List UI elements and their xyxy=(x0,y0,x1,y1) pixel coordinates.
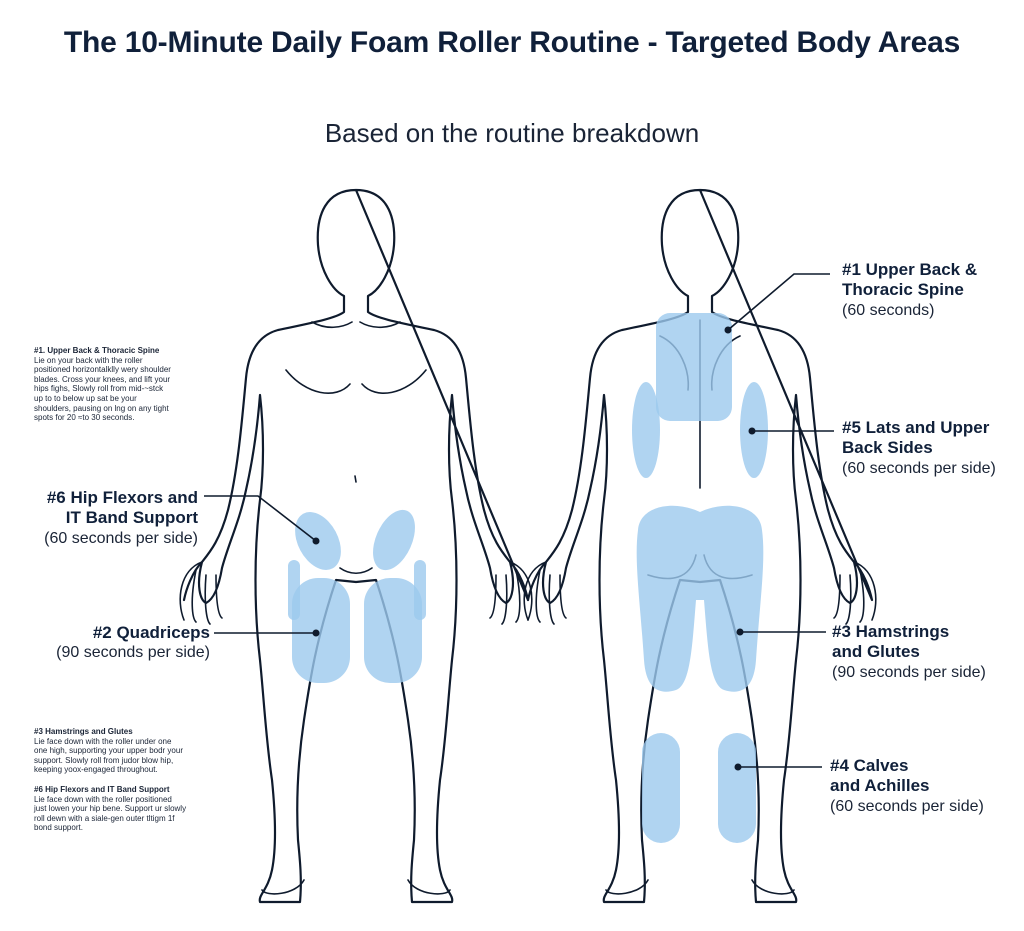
label-upper-back: #1 Upper Back & Thoracic Spine (60 secon… xyxy=(842,260,1017,320)
lats-leader-dot xyxy=(748,427,756,435)
hamstrings-leader-dot xyxy=(736,628,744,636)
label-upper-detail: (60 seconds) xyxy=(842,301,935,319)
back-calf-zone-left xyxy=(642,733,680,843)
note-upper-line: spots for 20 ≈to 30 seconds. xyxy=(34,413,135,423)
front-body xyxy=(179,188,533,904)
quad-leader-dot xyxy=(312,629,320,637)
note-upper-line: positioned horizontalklly wery shoulder xyxy=(34,365,171,375)
front-it-band-right xyxy=(414,560,426,620)
back-upper-zone xyxy=(656,313,732,421)
back-calf-zone-right xyxy=(718,733,756,843)
label-hip-title-1: #6 Hip Flexors and xyxy=(46,488,198,507)
label-lats-detail: (60 seconds per side) xyxy=(842,459,996,477)
label-hamstrings: #3 Hamstrings and Glutes (90 seconds per… xyxy=(832,622,1017,682)
label-calves: #4 Calves and Achilles (60 seconds per s… xyxy=(830,756,1015,816)
note-hip-line: just lowen your hip bene. Support ur slo… xyxy=(34,804,187,814)
note-hams-line: Lie face down with the roller under one xyxy=(34,736,172,746)
label-lats-title-2: Back Sides xyxy=(842,438,933,458)
note-upper-line: hips fighs, Slowly roll from mid-~stck xyxy=(34,384,164,394)
label-hams-detail: (90 seconds per side) xyxy=(832,663,986,681)
label-hams-title-2: and Glutes xyxy=(832,642,920,662)
label-calves-detail: (60 seconds per side) xyxy=(830,797,984,815)
note-hip-title: #6 Hip Flexors and IT Band Support xyxy=(34,785,170,794)
label-quad-title: #2 Quadriceps xyxy=(92,623,210,642)
upper-back-leader xyxy=(727,273,830,331)
page-title: The 10-Minute Daily Foam Roller Routine … xyxy=(63,26,961,59)
front-quad-zone-right xyxy=(364,578,422,683)
calves-leader-dot xyxy=(734,763,742,771)
label-hams-title-1: #3 Hamstrings xyxy=(832,622,950,641)
note-hip-line: roll dewn with a siale-gen outer tltigm … xyxy=(34,813,175,823)
note-hams-title: #3 Hamstrings and Glutes xyxy=(34,727,133,736)
label-upper-title-1: #1 Upper Back & xyxy=(842,260,978,279)
hip-leader-dot xyxy=(312,537,320,545)
front-hip-zone-right xyxy=(373,509,415,571)
note-upper-back: #1. Upper Back & Thoracic Spine Lie on y… xyxy=(34,346,234,423)
label-hip-flexors: #6 Hip Flexors and IT Band Support (60 s… xyxy=(20,488,198,548)
front-leaders xyxy=(204,495,320,637)
note-upper-line: blades. Cross your knees, and lift your xyxy=(34,374,171,384)
note-hams-line: keeping yoox-engaged throughout. xyxy=(34,765,158,775)
front-it-band-left xyxy=(288,560,300,620)
note-upper-line: shoulders, pausing on lng on any tight xyxy=(34,403,169,413)
note-hams-line: support. Slowly roll from judor blow hip… xyxy=(34,755,174,765)
note-hip-line: Lie face down with the roller positioned xyxy=(34,794,172,804)
back-glutes-zone xyxy=(636,505,764,692)
page-subtitle: Based on the routine breakdown xyxy=(324,118,700,148)
note-upper-title: #1. Upper Back & Thoracic Spine xyxy=(34,346,160,355)
label-upper-title-2: Thoracic Spine xyxy=(842,280,964,300)
back-lats-zone-left xyxy=(632,382,660,478)
label-lats: #5 Lats and Upper Back Sides (60 seconds… xyxy=(842,418,1022,478)
label-lats-title-1: #5 Lats and Upper xyxy=(842,418,990,437)
label-quadriceps: #2 Quadriceps (90 seconds per side) xyxy=(20,623,210,663)
front-zones xyxy=(288,509,426,683)
note-upper-line: up to to below up sat be your xyxy=(34,393,137,403)
label-quad-detail: (90 seconds per side) xyxy=(56,644,210,662)
note-hip-flexors: #6 Hip Flexors and IT Band Support Lie f… xyxy=(34,785,244,833)
note-upper-line: Lie on your back with the roller xyxy=(34,355,143,365)
hip-leader xyxy=(204,495,317,542)
back-zones xyxy=(632,313,768,843)
back-leaders xyxy=(724,273,834,771)
front-quad-zone-left xyxy=(292,578,350,683)
label-hip-detail: (60 seconds per side) xyxy=(44,529,198,547)
upper-back-leader-dot xyxy=(724,326,732,334)
note-hamstrings: #3 Hamstrings and Glutes Lie face down w… xyxy=(34,727,244,775)
label-hip-title-2: IT Band Support xyxy=(65,508,198,528)
note-hams-line: one high, supporting your upper bodr you… xyxy=(34,746,183,756)
note-hip-line: bond support. xyxy=(34,823,83,833)
label-calves-title-2: and Achilles xyxy=(830,776,930,796)
label-calves-title-1: #4 Calves xyxy=(830,756,909,775)
